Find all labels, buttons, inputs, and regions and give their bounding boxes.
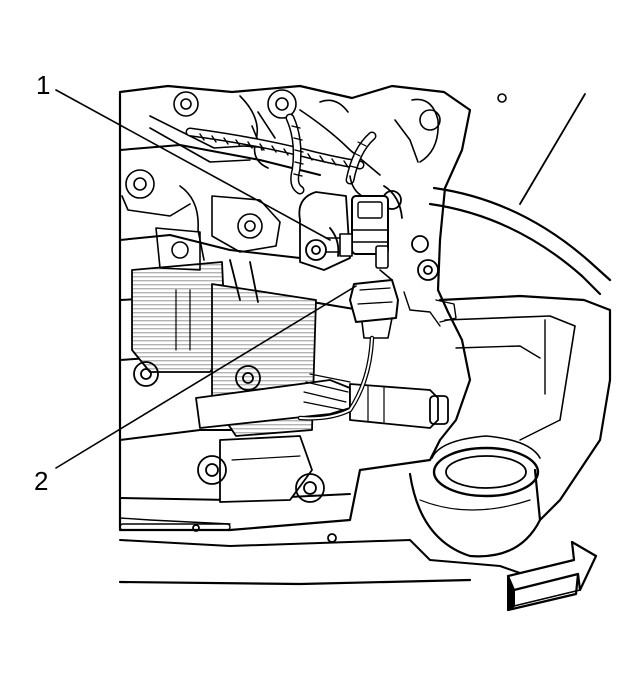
callout-1-label: 1	[36, 70, 50, 100]
callout-2-label: 2	[34, 466, 48, 496]
bolt	[133, 361, 159, 387]
bolt	[327, 533, 337, 543]
bolt	[417, 259, 439, 281]
callout-2-leader	[55, 285, 357, 469]
bolt	[192, 524, 200, 532]
callout-labels: 1 2	[34, 70, 50, 496]
fastener-bolts	[133, 235, 439, 543]
wiring-harness	[185, 113, 365, 195]
bolt	[411, 235, 429, 253]
lower-rod	[195, 373, 449, 429]
sensor-lower-connector	[297, 269, 457, 421]
callout-1-leader	[55, 89, 331, 241]
left-side-components	[121, 169, 281, 271]
axle-boot	[408, 435, 542, 558]
bolt	[295, 473, 325, 503]
bolt	[197, 455, 227, 485]
sensor-mount-housing	[298, 185, 403, 271]
sensor-connector	[325, 131, 389, 269]
bracket-plates	[131, 259, 317, 503]
oil-pan	[118, 517, 541, 586]
transmission-housing	[438, 294, 612, 522]
front-direction-arrow-icon	[506, 540, 598, 612]
bolt	[235, 365, 261, 391]
callout-leaders	[55, 89, 357, 469]
intake-tube	[428, 93, 612, 296]
